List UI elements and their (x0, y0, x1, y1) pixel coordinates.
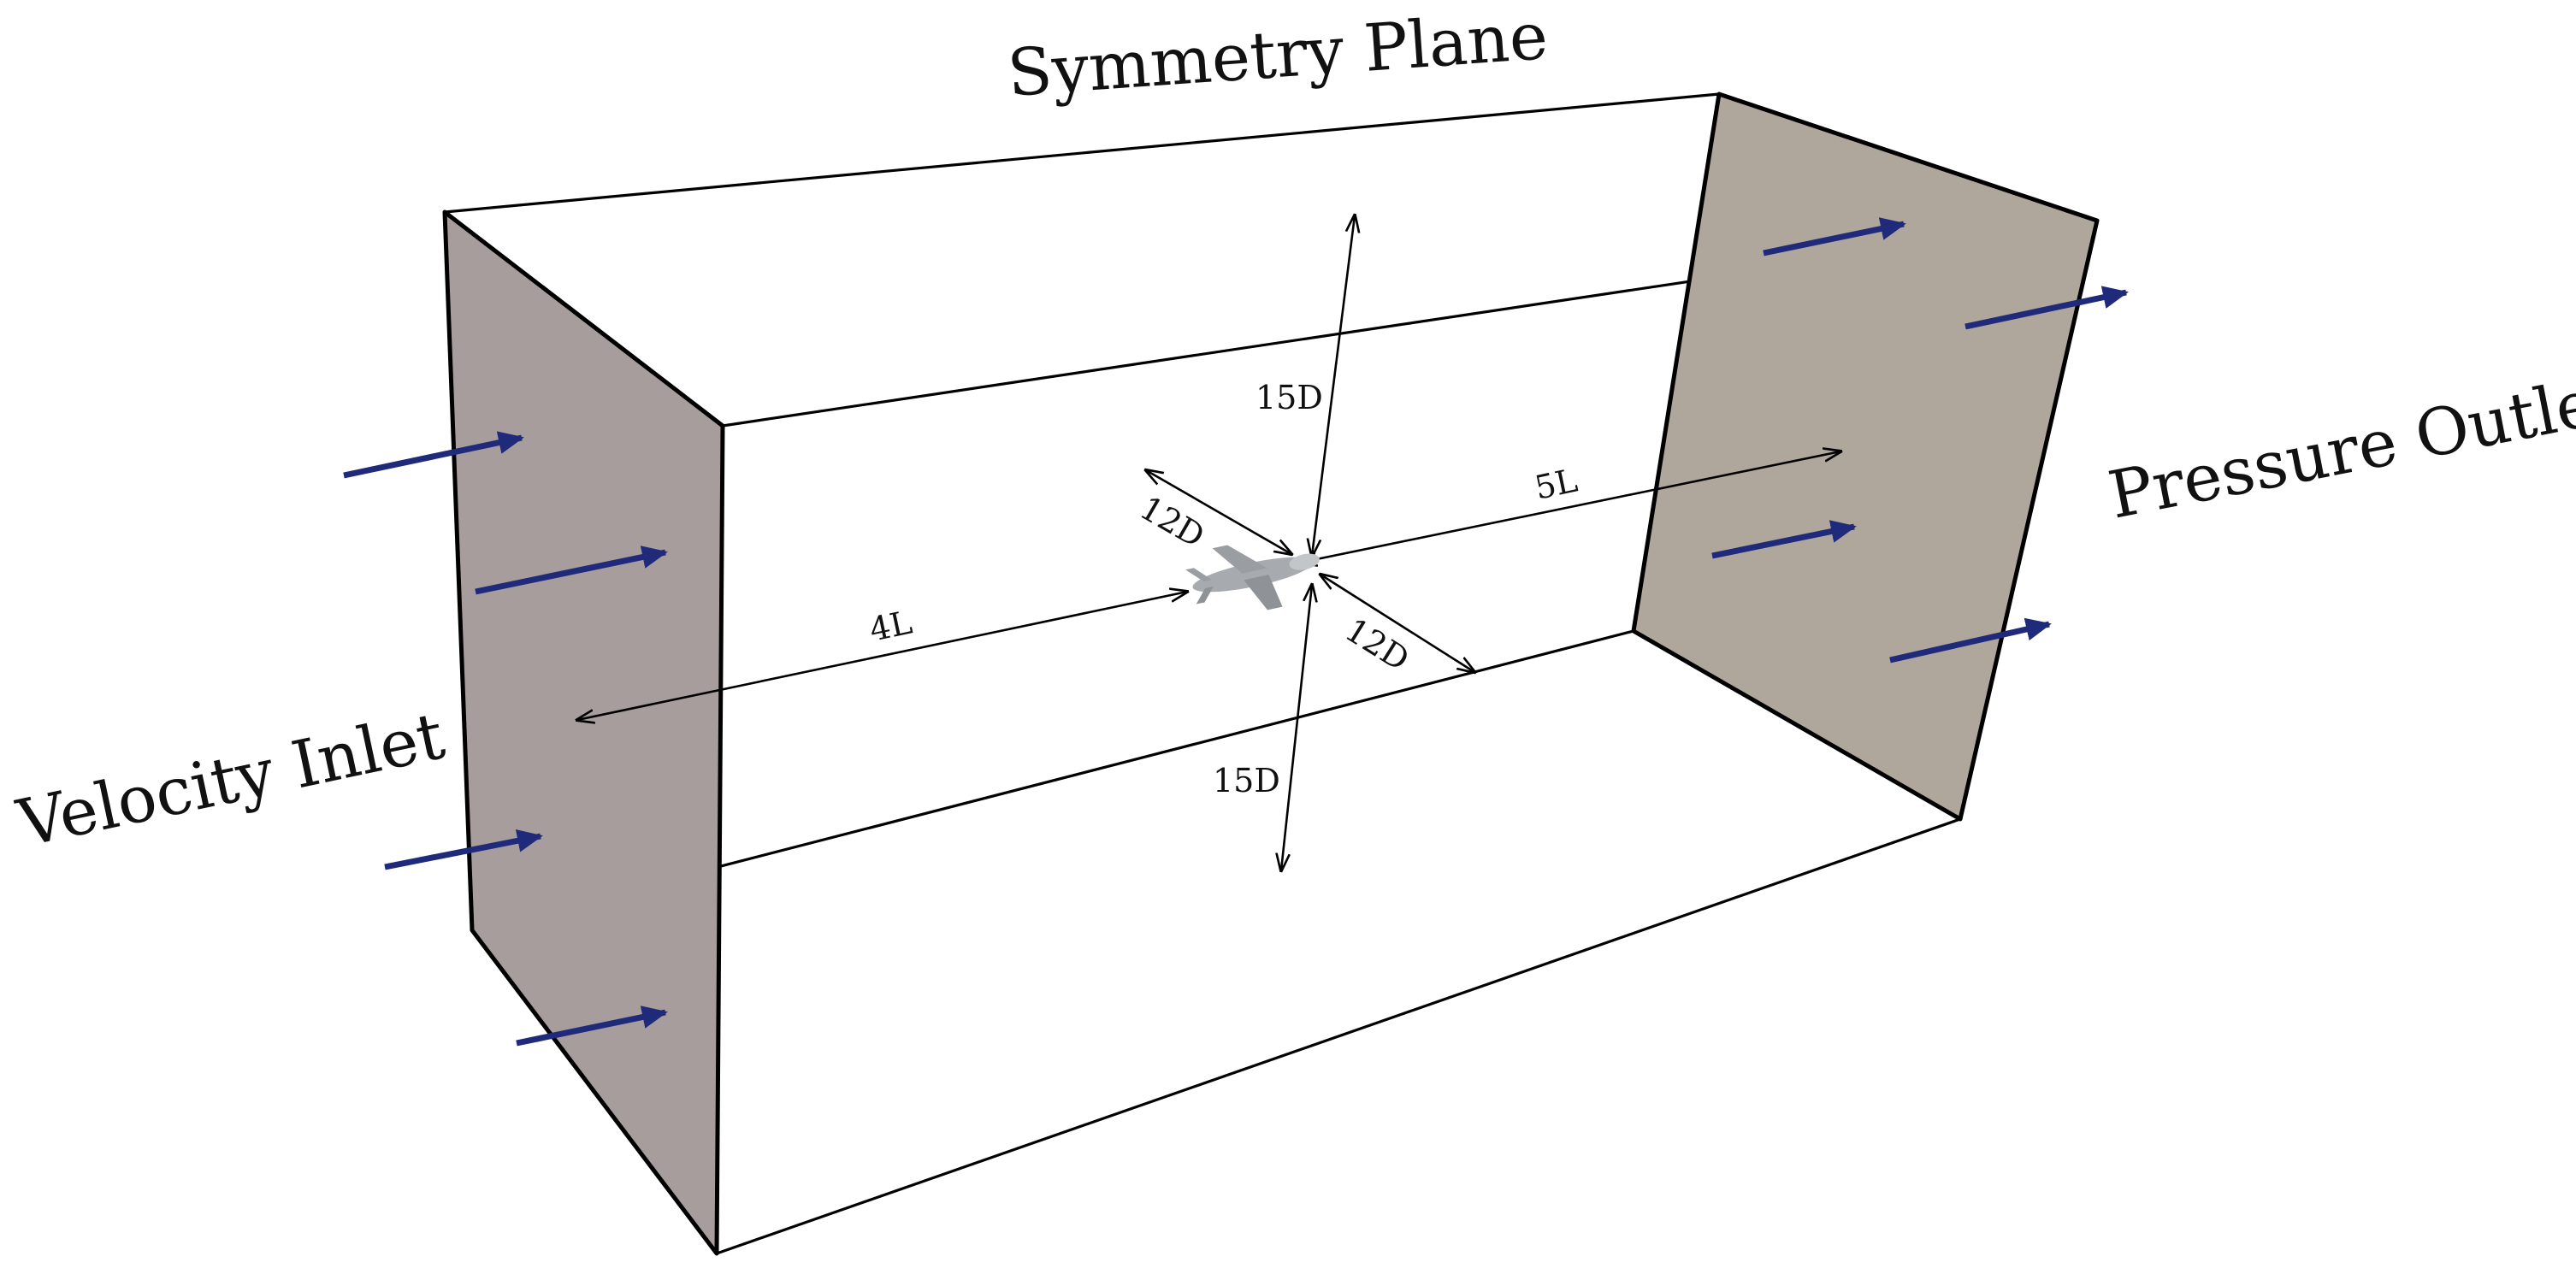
flow-arrows (343, 217, 2129, 1047)
dim-down-label: 15D (1213, 762, 1280, 799)
symmetry-plane-label: Symmetry Plane (1005, 0, 1550, 111)
dim-down-line (1281, 585, 1312, 870)
velocity-inlet-face (442, 209, 725, 1256)
inlet-flow-arrow-2 (475, 546, 668, 595)
dim-side-lower-label: 12D (1338, 610, 1415, 678)
pressure-outlet-label: Pressure Outlet (2102, 360, 2576, 534)
velocity-inlet-label: Velocity Inlet (10, 697, 451, 862)
dim-downstream-line (1300, 451, 1840, 563)
dim-up-label: 15D (1256, 379, 1323, 416)
dim-side-upper-label: 12D (1134, 489, 1211, 556)
bottom-front-edge (716, 817, 1961, 1255)
outlet-flow-arrow-3 (1711, 520, 1857, 559)
outlet-flow-arrow-4 (1889, 617, 2052, 664)
dim-side-upper-line (1146, 470, 1291, 554)
inlet-flow-arrow-3 (384, 829, 543, 870)
aircraft-icon (1185, 545, 1320, 610)
top-back-edge (444, 92, 1720, 214)
dim-upstream-label: 4L (866, 603, 915, 648)
dim-up-line (1312, 215, 1355, 556)
outlet-flow-arrow-1 (1763, 217, 1906, 257)
inlet-flow-arrow-1 (343, 431, 524, 479)
dimension-lines (577, 215, 1840, 870)
outlet-flow-arrow-2 (1964, 286, 2129, 330)
pressure-outlet-face (1631, 91, 2100, 822)
dim-downstream-label: 5L (1532, 461, 1580, 506)
dim-side-lower-line (1320, 575, 1474, 672)
dim-upstream-line (577, 592, 1187, 720)
inlet-flow-arrow-4 (516, 1006, 668, 1047)
